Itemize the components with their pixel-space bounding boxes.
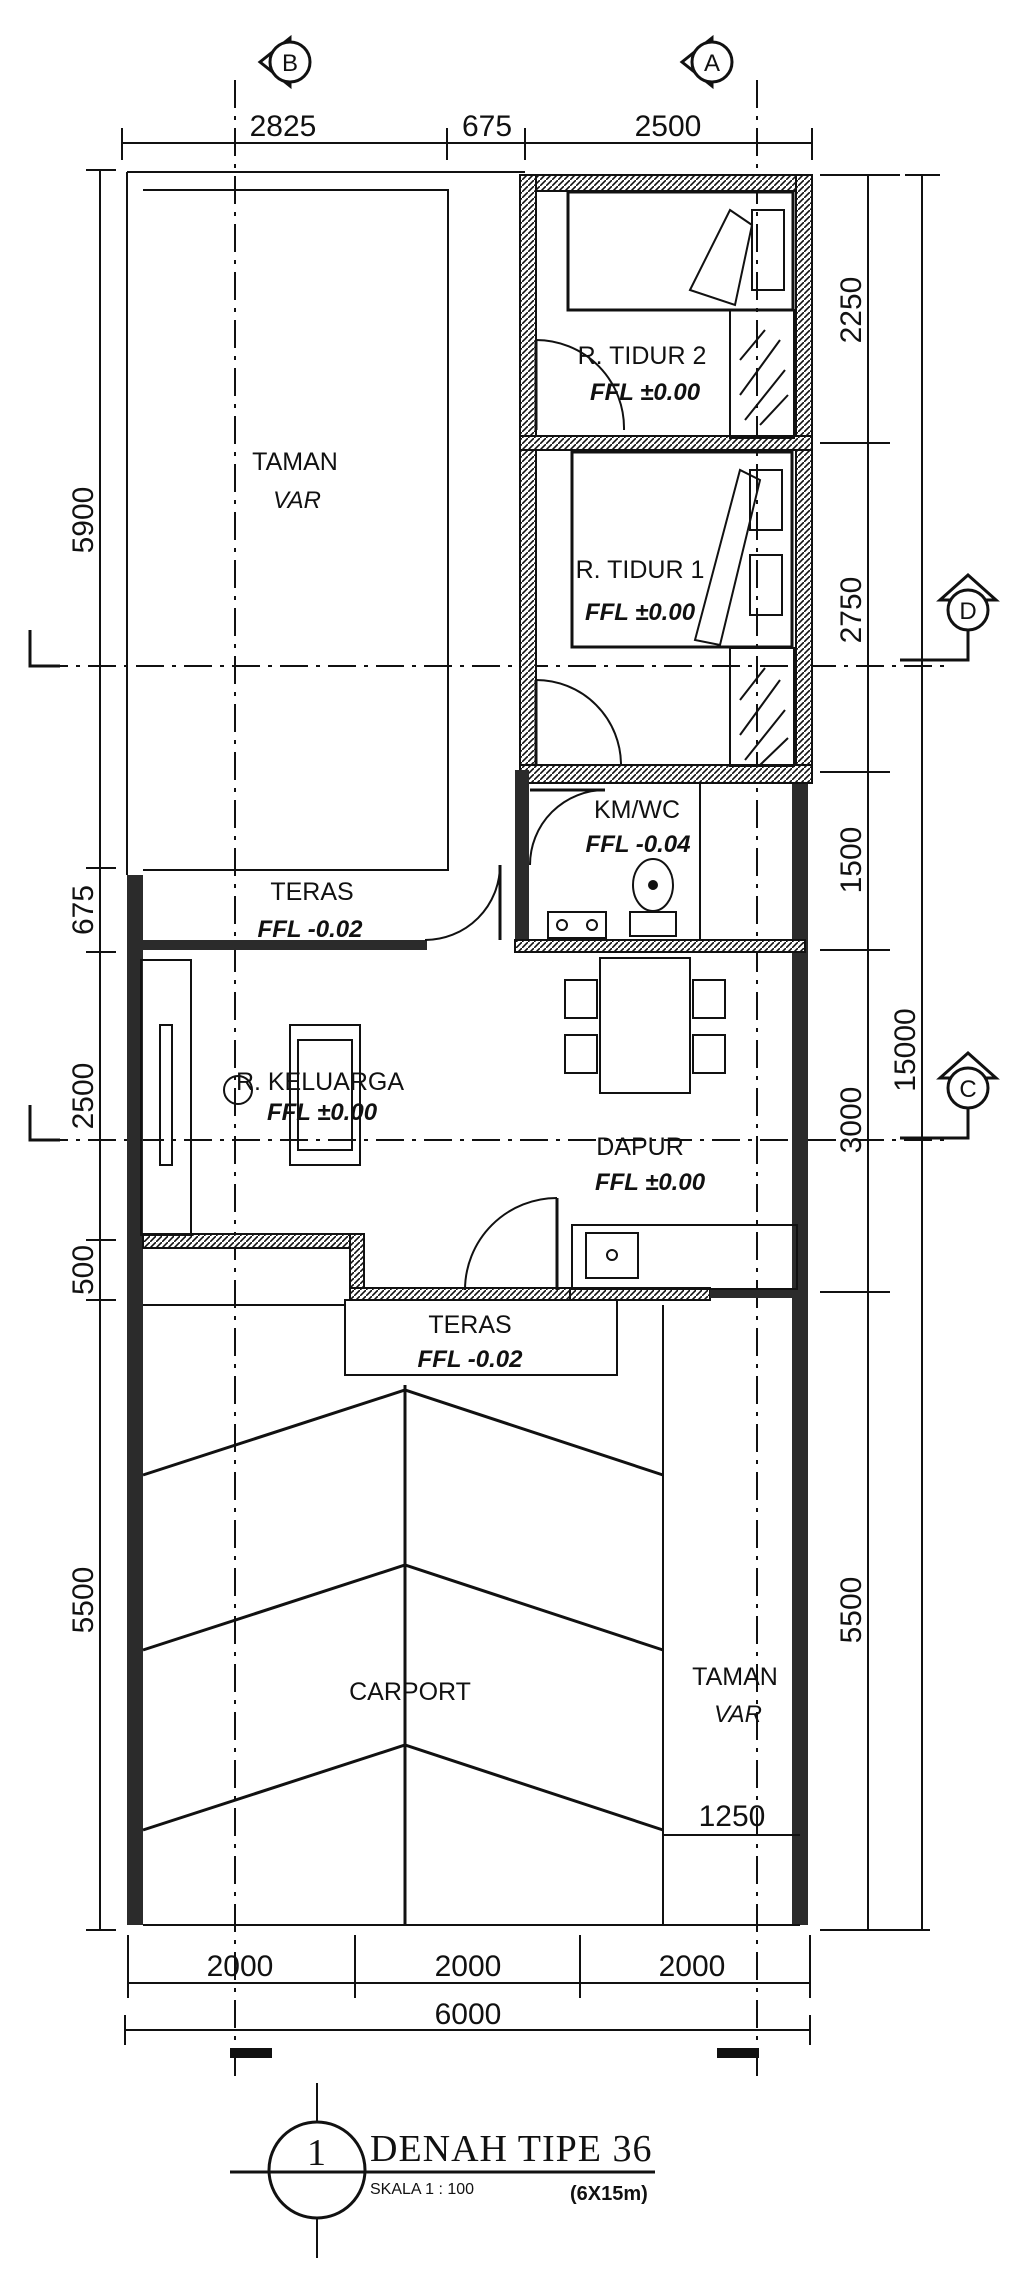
taman-front-label: TAMAN: [692, 1663, 778, 1691]
tidur2-level: FFL ±0.00: [590, 379, 701, 406]
tidur1-level: FFL ±0.00: [585, 599, 696, 626]
svg-text:A: A: [704, 50, 720, 77]
carport-label: CARPORT: [349, 1678, 471, 1706]
dim-left-2: 675: [67, 885, 100, 935]
grid-bubble-c: C: [900, 1050, 1000, 1140]
teras-front-label: TERAS: [428, 1311, 511, 1339]
dim-right-1: 2250: [835, 277, 868, 344]
teras-front: TERAS FFL -0.02: [344, 1299, 618, 1376]
grid-bubble-d: D: [900, 572, 1000, 662]
dimension-top: 2825 675 2500: [121, 110, 813, 160]
carport: CARPORT: [142, 1304, 800, 1926]
teras-top-label: TERAS: [270, 878, 353, 906]
dapur-label: DAPUR: [596, 1133, 684, 1161]
dim-top-2: 675: [462, 110, 512, 143]
dim-bottom-3: 2000: [659, 1950, 726, 1983]
dim-left-5: 5500: [67, 1567, 100, 1634]
tidur1-label: R. TIDUR 1: [576, 556, 705, 584]
taman-top-level: VAR: [273, 487, 321, 514]
dim-right-5: 5500: [835, 1577, 868, 1644]
garden-top: TAMAN VAR: [143, 189, 449, 871]
title-block: 1 DENAH TIPE 36 SKALA 1 : 100 (6X15m): [230, 2083, 655, 2258]
svg-text:C: C: [959, 1076, 976, 1103]
svg-text:B: B: [282, 50, 298, 77]
dim-right-total: 15000: [889, 1008, 922, 1091]
grid-bubble-b: B: [257, 34, 312, 90]
walls-bedrooms: [519, 174, 813, 784]
taman-front-level: VAR: [714, 1701, 762, 1728]
kmwc-label: KM/WC: [594, 796, 680, 824]
dim-bottom-1: 2000: [207, 1950, 274, 1983]
tidur2-label: R. TIDUR 2: [578, 342, 707, 370]
plan-size: (6X15m): [570, 2183, 648, 2205]
room-tidur-1: R. TIDUR 1 FFL ±0.00: [534, 450, 795, 767]
room-dapur: DAPUR FFL ±0.00: [464, 957, 798, 1291]
dimension-bottom: 2000 2000 2000 6000: [124, 1935, 811, 2045]
keluarga-level: FFL ±0.00: [267, 1099, 378, 1126]
svg-text:D: D: [959, 598, 976, 625]
dimension-right-total: 15000: [889, 174, 940, 1930]
grid-bubble-a: A: [679, 34, 734, 90]
view-number: 1: [307, 2132, 327, 2174]
room-tidur-2: R. TIDUR 2 FFL ±0.00: [534, 190, 795, 439]
keluarga-label: R. KELUARGA: [236, 1068, 404, 1096]
dim-right-4: 3000: [835, 1087, 868, 1154]
dim-right-3: 1500: [835, 827, 868, 894]
dim-left-3: 2500: [67, 1063, 100, 1130]
teras-top: TERAS FFL -0.02: [258, 864, 502, 943]
teras-top-level: FFL -0.02: [258, 916, 364, 943]
taman-top-label: TAMAN: [252, 448, 338, 476]
room-kmwc: KM/WC FFL -0.04: [529, 783, 701, 940]
kmwc-level: FFL -0.04: [586, 831, 691, 858]
teras-front-level: FFL -0.02: [418, 1346, 524, 1373]
dim-bottom-2: 2000: [435, 1950, 502, 1983]
garden-front: TAMAN VAR 1250: [663, 1663, 800, 1836]
dim-garden-width: 1250: [699, 1800, 766, 1833]
room-keluarga: R. KELUARGA FFL ±0.00: [140, 959, 404, 1236]
plan-title: DENAH TIPE 36: [370, 2128, 653, 2170]
dimension-left: 5900 675 2500 500 5500: [67, 169, 116, 1931]
walls-main: [127, 770, 806, 1305]
dim-right-2: 2750: [835, 577, 868, 644]
dim-left-4: 500: [67, 1245, 100, 1295]
dim-bottom-total: 6000: [435, 1998, 502, 2031]
dim-top-3: 2500: [635, 110, 702, 143]
dim-top-1: 2825: [250, 110, 317, 143]
dimension-right-inner: 2250 2750 1500 3000 5500: [820, 174, 930, 1931]
plan-scale: SKALA 1 : 100: [370, 2181, 474, 2198]
dim-left-1: 5900: [67, 487, 100, 554]
dapur-level: FFL ±0.00: [595, 1169, 706, 1196]
